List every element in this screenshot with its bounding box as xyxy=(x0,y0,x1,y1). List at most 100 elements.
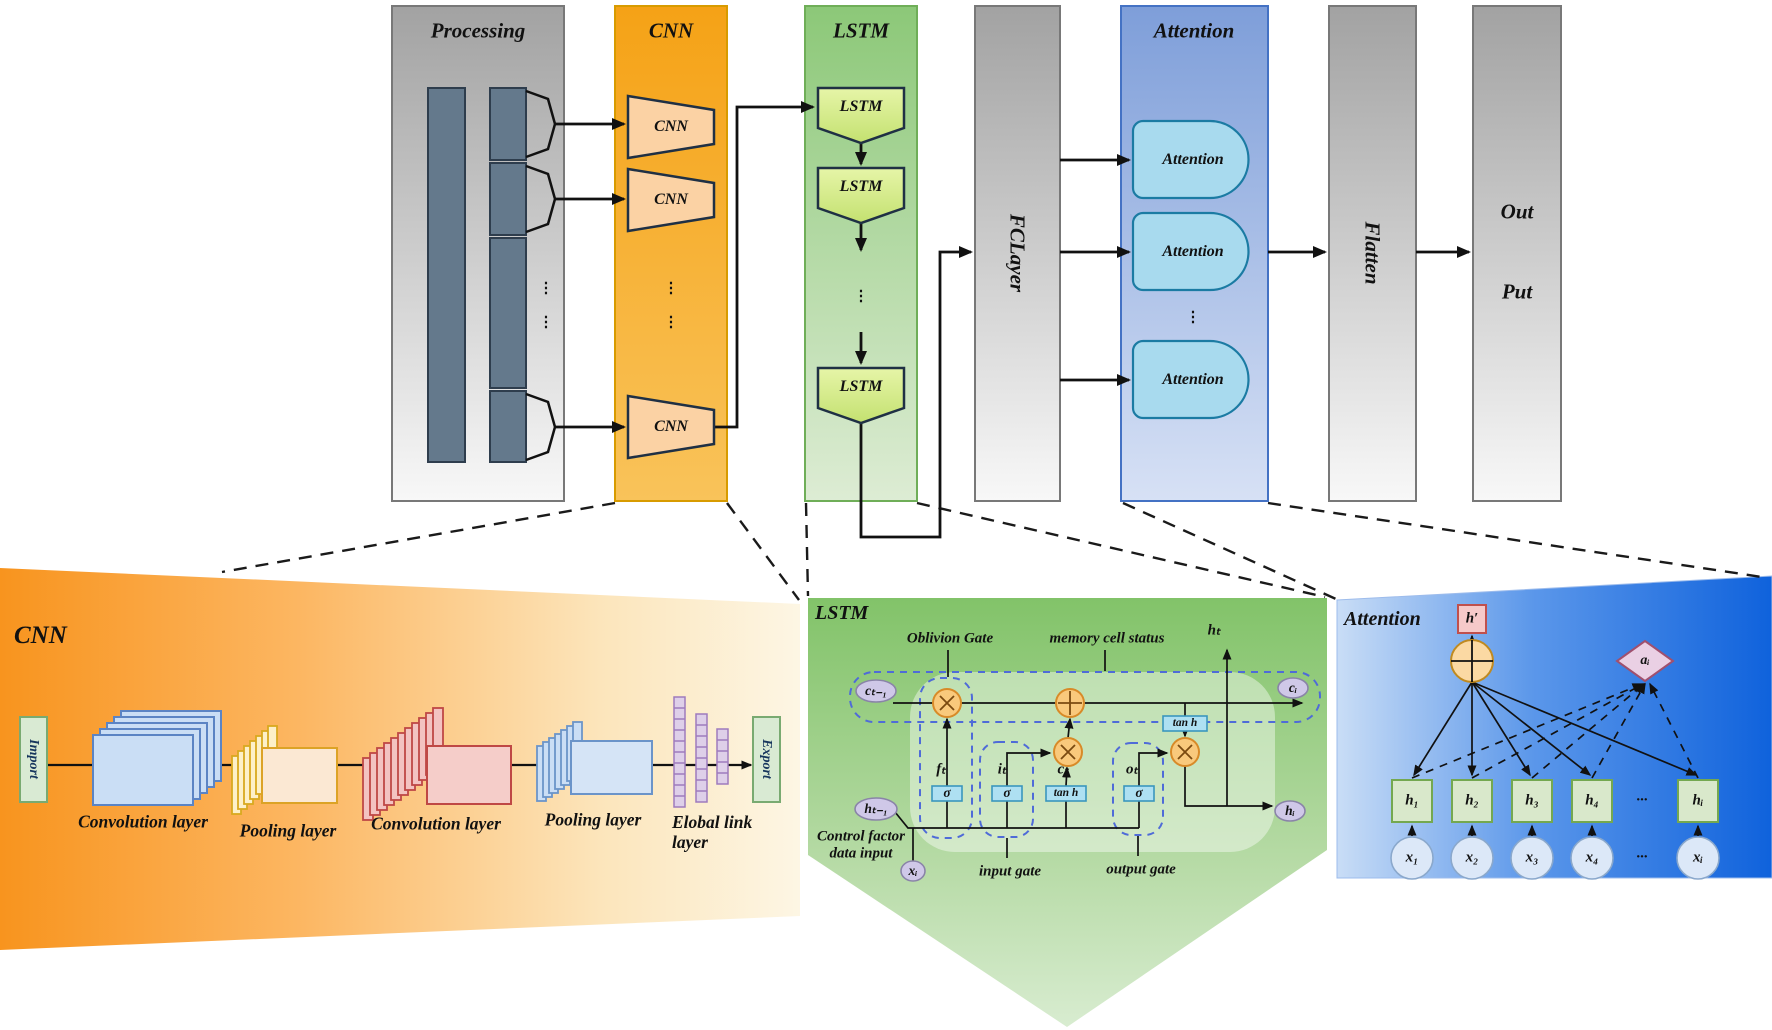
lstm-block-2 xyxy=(816,166,906,225)
x1-label: x₁ xyxy=(1405,849,1419,866)
callout-cnn-left xyxy=(221,501,616,574)
cnn-panel-title: CNN xyxy=(14,622,67,649)
h-prime-box xyxy=(1457,604,1487,634)
attention-solid-fan xyxy=(1413,681,1698,777)
import-label: Import xyxy=(26,739,41,779)
input-gate-line xyxy=(1006,748,1052,786)
global-link-layer-bars xyxy=(673,696,729,808)
conv-layer-2-label: Convolution layer xyxy=(371,813,501,834)
ct-label: cₜ xyxy=(1057,761,1069,778)
h-prev-node xyxy=(854,797,898,821)
cnn-block-3-label: CNN xyxy=(654,418,688,435)
processing-dots-1: ⋮ xyxy=(538,280,554,297)
h-out-node xyxy=(1274,800,1306,822)
lstm-panel-title: LSTM xyxy=(815,602,869,624)
hidden-output-line xyxy=(1184,766,1274,811)
oblivion-gate-dashed-box xyxy=(919,677,973,839)
candidate-line xyxy=(1061,766,1071,787)
callout-lstm-right xyxy=(916,501,1326,599)
input-gate-label: input gate xyxy=(978,863,1042,880)
ft-label: fₜ xyxy=(936,761,946,778)
tanh-candidate-label: tan h xyxy=(1053,787,1079,799)
h4-label: h₄ xyxy=(1585,792,1599,809)
lstm-block-2-label: LSTM xyxy=(839,178,883,195)
xi-label: xᵢ xyxy=(1692,849,1704,866)
cnn-column-title: CNN xyxy=(648,18,694,43)
cnn-blocks xyxy=(626,94,716,460)
attention-block-3-label: Attention xyxy=(1162,371,1224,388)
c-out-node xyxy=(1277,677,1309,699)
h-prime-label: h′ xyxy=(1465,610,1479,627)
hidden-unit-boxes xyxy=(1391,779,1719,823)
hidden-unit-h4 xyxy=(1571,779,1613,823)
h-row-dots: ... xyxy=(1636,788,1648,805)
sigma-output-label: σ xyxy=(1135,785,1143,800)
output-title-line1: Out xyxy=(1500,199,1534,224)
export-label: Export xyxy=(759,739,774,779)
processing-title: Processing xyxy=(430,18,526,43)
arrow-cnn-lstm xyxy=(714,101,815,429)
ot-label: oₜ xyxy=(1126,761,1138,778)
hidden-unit-h2 xyxy=(1451,779,1493,823)
h3-label: h₃ xyxy=(1525,792,1539,809)
attention-block-1-label: Attention xyxy=(1162,151,1224,168)
attention-dots: ⋮ xyxy=(1185,309,1201,326)
tanh-box-candidate xyxy=(1045,785,1087,802)
global-link-label-line2: layer xyxy=(672,832,708,852)
lstm-dots: ⋮ xyxy=(853,288,869,305)
cnn-dots-2: ⋮ xyxy=(663,314,679,331)
pooling-layer-2-stack xyxy=(536,721,653,802)
processing-dots-2: ⋮ xyxy=(538,314,554,331)
conv-layer-2-stack xyxy=(362,707,512,821)
conv-layer-1-label: Convolution layer xyxy=(78,811,208,832)
attention-detail-panel xyxy=(1336,575,1772,879)
oblivion-gate-label: Oblivion Gate xyxy=(906,630,994,647)
h-out-label: hᵢ xyxy=(1285,803,1295,818)
attention-block-2-label: Attention xyxy=(1162,243,1224,260)
fclayer-column xyxy=(974,5,1061,502)
export-box xyxy=(752,716,781,803)
attention-block-3 xyxy=(1131,339,1250,420)
cnn-block-3 xyxy=(626,394,716,460)
output-gate-line xyxy=(1138,748,1169,786)
cnn-block-1 xyxy=(626,94,716,160)
flatten-title: Flatten xyxy=(1360,221,1385,285)
x-row-dots: ... xyxy=(1636,845,1648,862)
hi-label: hᵢ xyxy=(1692,792,1704,809)
attention-weight-diamond xyxy=(1615,639,1675,683)
attention-column-title: Attention xyxy=(1153,18,1235,43)
pooling-layer-2-label: Pooling layer xyxy=(544,809,642,830)
lstm-block-1-label: LSTM xyxy=(839,98,883,115)
flatten-column xyxy=(1328,5,1417,502)
control-factor-line2: data input xyxy=(829,845,893,862)
h-prev-label: hₜ₋₁ xyxy=(864,801,888,816)
c-out-label: cᵢ xyxy=(1288,680,1298,695)
output-gate-label: output gate xyxy=(1106,861,1176,878)
attention-blocks xyxy=(1131,119,1250,420)
x-to-h-arrows xyxy=(1407,824,1703,836)
operator-glyphs xyxy=(939,691,1193,760)
cnn-block-1-label: CNN xyxy=(654,118,688,135)
x-input-label: xᵢ xyxy=(908,863,918,878)
output-column xyxy=(1472,5,1562,502)
sigma-box-output xyxy=(1123,785,1155,802)
x2-label: x₂ xyxy=(1465,849,1479,866)
h2-label: h₂ xyxy=(1465,792,1479,809)
it-label: iₜ xyxy=(997,761,1007,778)
lstm-block-3 xyxy=(816,366,906,425)
memory-cell-label: memory cell status xyxy=(1049,630,1165,647)
context-sum-cross xyxy=(1451,640,1493,682)
callout-attention-right xyxy=(1267,501,1763,579)
hidden-unit-hi xyxy=(1677,779,1719,823)
cnn-block-2 xyxy=(626,167,716,233)
c-prev-node xyxy=(855,679,897,703)
x3-label: x₃ xyxy=(1525,849,1539,866)
memory-line-dashed-box xyxy=(849,671,1321,723)
processing-column xyxy=(391,5,565,502)
input-unit-xi xyxy=(1676,836,1720,880)
sigma-box-input xyxy=(991,785,1023,802)
attention-dashed-fan xyxy=(1411,682,1699,779)
output-title-line2: Put xyxy=(1501,279,1533,304)
lstm-blocks xyxy=(816,86,906,425)
